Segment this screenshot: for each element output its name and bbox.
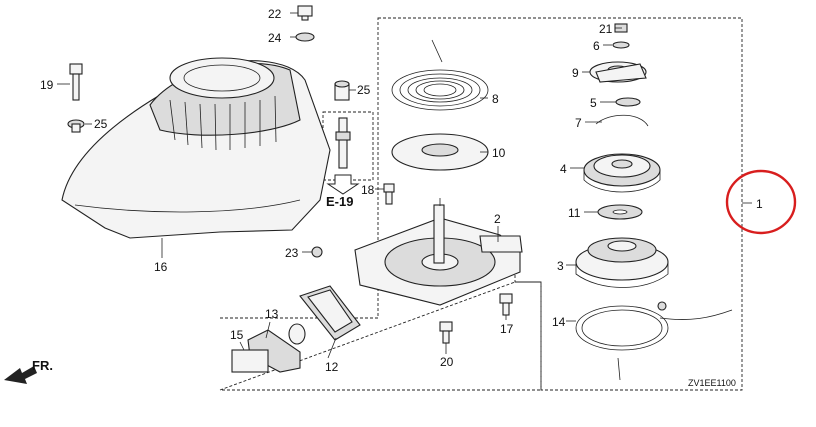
washer-11: [597, 204, 643, 220]
bolt-19: [69, 63, 83, 101]
bolt-17: [499, 293, 513, 316]
callout-label: 25: [94, 117, 108, 131]
callout-label: 12: [325, 360, 339, 374]
callout-label: 18: [361, 183, 375, 197]
callout-label: 11: [568, 206, 581, 220]
friction-plate-9: [589, 61, 647, 83]
callout-label: 25: [357, 83, 371, 97]
callout-label: 15: [230, 328, 244, 342]
fan-cover: [61, 57, 331, 239]
callout-label: 20: [440, 355, 454, 369]
callout-label: 5: [590, 96, 597, 110]
gear-4: [583, 153, 661, 193]
front-label: FR.: [32, 358, 53, 373]
diagram-code: ZV1EE1100: [688, 378, 736, 388]
spiral-spring: [391, 39, 489, 111]
stud-bolt: [335, 117, 351, 169]
assembly-frame-main: [377, 17, 743, 391]
grip-insert: [231, 349, 269, 373]
callout-label: 21: [599, 22, 613, 36]
callout-label: 10: [492, 146, 506, 160]
callout-label: 6: [593, 39, 600, 53]
callout-label: 3: [557, 259, 564, 273]
starter-case: [354, 198, 523, 306]
rope-14: [575, 301, 733, 351]
clip-7: [595, 114, 649, 127]
callout-label: 4: [560, 162, 567, 176]
callout-label: 8: [492, 92, 499, 106]
washer-24: [295, 32, 315, 42]
highlight-circle: [725, 169, 797, 235]
washer-25-left: [67, 119, 85, 133]
bolt-18: [383, 183, 395, 205]
callout-label: 1: [756, 197, 763, 211]
nut-22: [297, 5, 313, 21]
callout-label: 9: [572, 66, 579, 80]
rope-guide-line: [617, 357, 621, 381]
callout-label: 23: [285, 246, 299, 260]
callout-label: 16: [154, 260, 168, 274]
rope-guide: [299, 285, 361, 341]
callout-label: 22: [268, 7, 282, 21]
reel-3: [575, 237, 669, 288]
front-arrow-icon: FR.: [4, 358, 53, 384]
callout-label: 24: [268, 31, 282, 45]
reference-label: E-19: [326, 194, 353, 209]
callout-label: 7: [575, 116, 582, 130]
collar-25: [334, 80, 350, 101]
bolt-20: [439, 321, 453, 344]
callout-label: 14: [552, 315, 566, 329]
callout-label: 13: [265, 307, 279, 321]
callout-label: 17: [500, 322, 514, 336]
leader-lines: [57, 12, 752, 359]
washer-5: [615, 97, 641, 107]
washer-6: [612, 41, 630, 49]
callout-label: 19: [40, 78, 54, 92]
nut-23: [311, 246, 323, 258]
callout-label: 2: [494, 212, 501, 226]
spring-case: [391, 133, 489, 171]
ref-frame: [322, 111, 374, 181]
ref-arrow: [326, 174, 360, 195]
